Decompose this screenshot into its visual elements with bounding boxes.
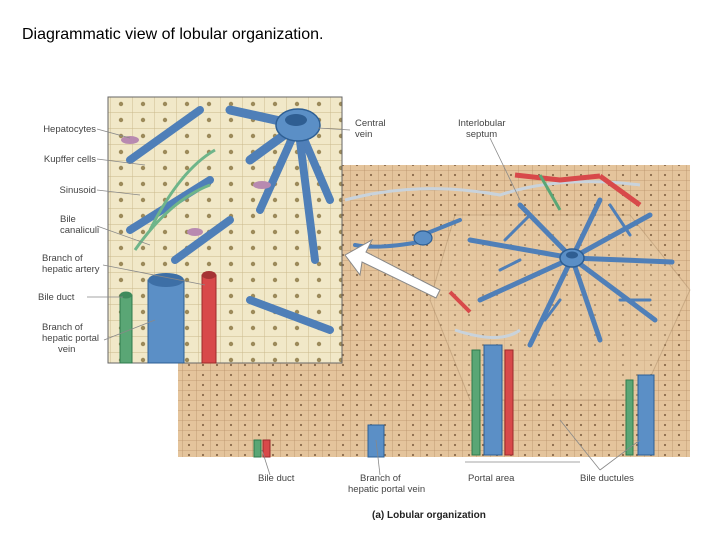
figure-caption: (a) Lobular organization xyxy=(372,510,486,521)
label-branch-portal-line1: Branch of xyxy=(348,473,425,484)
label-portal-vein-inset: Branch of hepatic portal vein xyxy=(42,322,99,355)
label-portal-vein-line3: vein xyxy=(42,344,99,355)
label-central-vein-line2: vein xyxy=(355,129,386,140)
label-interlobular-line2: septum xyxy=(458,129,506,140)
label-interlobular-line1: Interlobular xyxy=(458,118,506,129)
label-hepatic-artery: Branch of hepatic artery xyxy=(42,253,100,275)
label-interlobular-septum: Interlobular septum xyxy=(458,118,506,140)
label-bile-ductules: Bile ductules xyxy=(580,473,634,484)
label-bile-canaliculi-line1: Bile xyxy=(60,214,99,225)
label-portal-vein-line2: hepatic portal xyxy=(42,333,99,344)
label-hepatic-artery-line1: Branch of xyxy=(42,253,100,264)
label-central-vein-line1: Central xyxy=(355,118,386,129)
label-kupffer-cells: Kupffer cells xyxy=(18,154,96,165)
label-branch-portal-bottom: Branch of hepatic portal vein xyxy=(348,473,425,495)
label-bile-canaliculi: Bile canaliculi xyxy=(60,214,99,236)
label-central-vein: Central vein xyxy=(355,118,386,140)
magnified-inset xyxy=(108,97,342,363)
label-branch-portal-line2: hepatic portal vein xyxy=(348,484,425,495)
label-portal-vein-line1: Branch of xyxy=(42,322,99,333)
label-bile-duct-inset: Bile duct xyxy=(38,292,74,303)
label-portal-area: Portal area xyxy=(468,473,514,484)
label-hepatocytes: Hepatocytes xyxy=(18,124,96,135)
label-hepatic-artery-line2: hepatic artery xyxy=(42,264,100,275)
label-bile-canaliculi-line2: canaliculi xyxy=(60,225,99,236)
label-sinusoid: Sinusoid xyxy=(18,185,96,196)
label-bile-duct-bottom: Bile duct xyxy=(258,473,294,484)
